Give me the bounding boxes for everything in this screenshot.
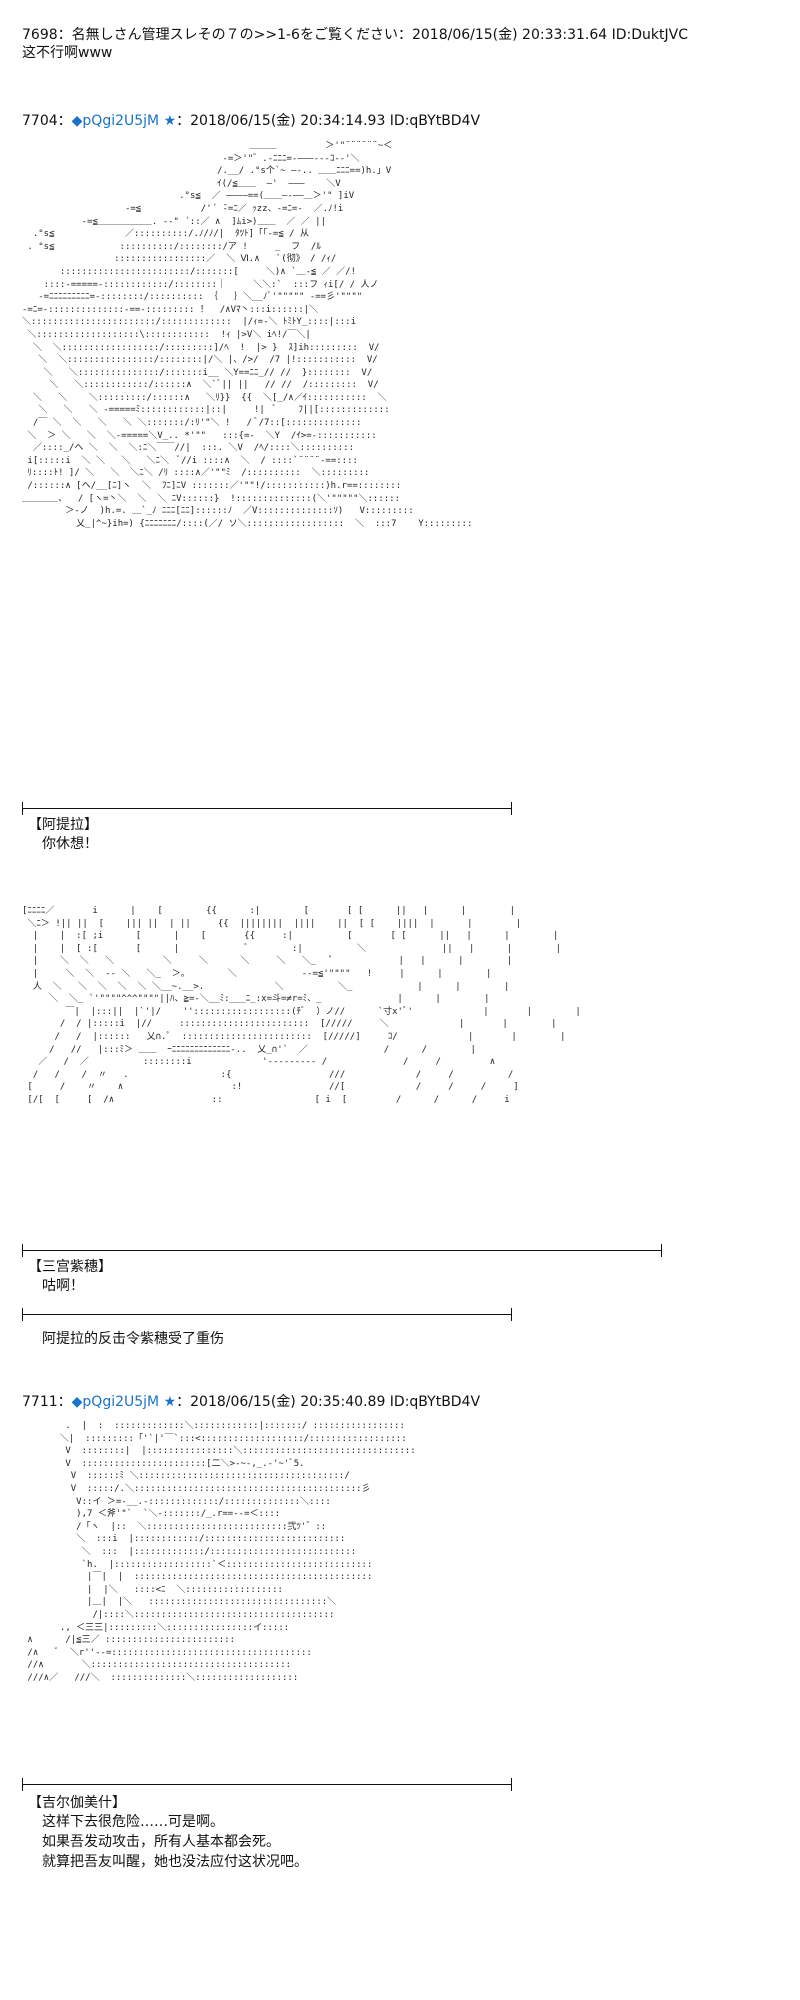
post-number[interactable]: 7698 [22,27,58,43]
speech-line: 你休想！ [42,836,98,852]
post-date-id: ：2018/06/15(金) 20:33:31.64 ID:DuktJVC [397,27,688,43]
speech-lines: 你休想！ [42,834,98,854]
post-date-id: ：2018/06/15(金) 20:34:14.93 ID:qBYtBD4V [176,113,481,129]
post-date-id: ：2018/06/15(金) 20:35:40.89 ID:qBYtBD4V [176,1394,481,1410]
divider-rule [22,802,512,815]
post-number[interactable]: 7704 [22,113,58,129]
speech-line: 就算把吾友叫醒，她也没法应付这状况吧。 [42,1854,308,1870]
narration-text: 阿提拉的反击令紫穗受了重伤 [42,1331,224,1347]
ascii-art-gilgamesh: . | : :::::::::::::＼::::::::::::|:::::::… [27,1421,416,1683]
divider-rule [22,1244,662,1257]
star-icon: ★ [163,1394,177,1410]
star-icon: ★ [163,113,177,129]
ascii-art-attack: [ﾆﾆﾆﾆ／ i | [ {{ :| [ [ [ || | | | ＼ﾆ＞ !|… [22,906,581,1105]
divider-rule [22,1308,512,1321]
speech-line: 咕啊！ [42,1278,84,1294]
speaker-name: 【阿提拉】 [28,817,98,833]
post-header-7704: 7704：◆pQgi2U5jM ★：2018/06/15(金) 20:34:14… [22,112,480,130]
speaker-name: 【吉尔伽美什】 [28,1795,126,1811]
speech-line: 如果吾发动攻击，所有人基本都会死。 [42,1834,280,1850]
post-separator: ： [57,27,72,43]
post-number[interactable]: 7711 [22,1394,58,1410]
ascii-art-attila: ＿＿＿ ＞'"¨¨¨¨¨¨~＜ -=＞'"゛.-ﾆﾆﾆ=-―――‐--ｺ-‐'＼… [22,141,473,529]
post-body-7698: 这不行啊www [22,45,113,61]
poster-trip: ◆pQgi2U5jM [71,113,160,129]
divider-rule [22,1778,512,1791]
poster-name: 名無しさん管理スレその７の>>1-6をご覧ください [71,27,398,43]
poster-trip: ◆pQgi2U5jM [71,1394,160,1410]
speaker-name: 【三宫紫穗】 [28,1259,112,1275]
speech-line: 这样下去很危险……可是啊。 [42,1814,224,1830]
post-header-7698: 7698：名無しさん管理スレその７の>>1-6をご覧ください：2018/06/1… [22,26,688,44]
post-separator: ： [57,1394,72,1410]
post-separator: ： [57,113,72,129]
speech-lines: 咕啊！ [42,1276,84,1296]
speech-lines: 这样下去很危险……可是啊。 如果吾发动攻击，所有人基本都会死。 就算把吾友叫醒，… [42,1812,308,1872]
post-header-7711: 7711：◆pQgi2U5jM ★：2018/06/15(金) 20:35:40… [22,1393,480,1411]
